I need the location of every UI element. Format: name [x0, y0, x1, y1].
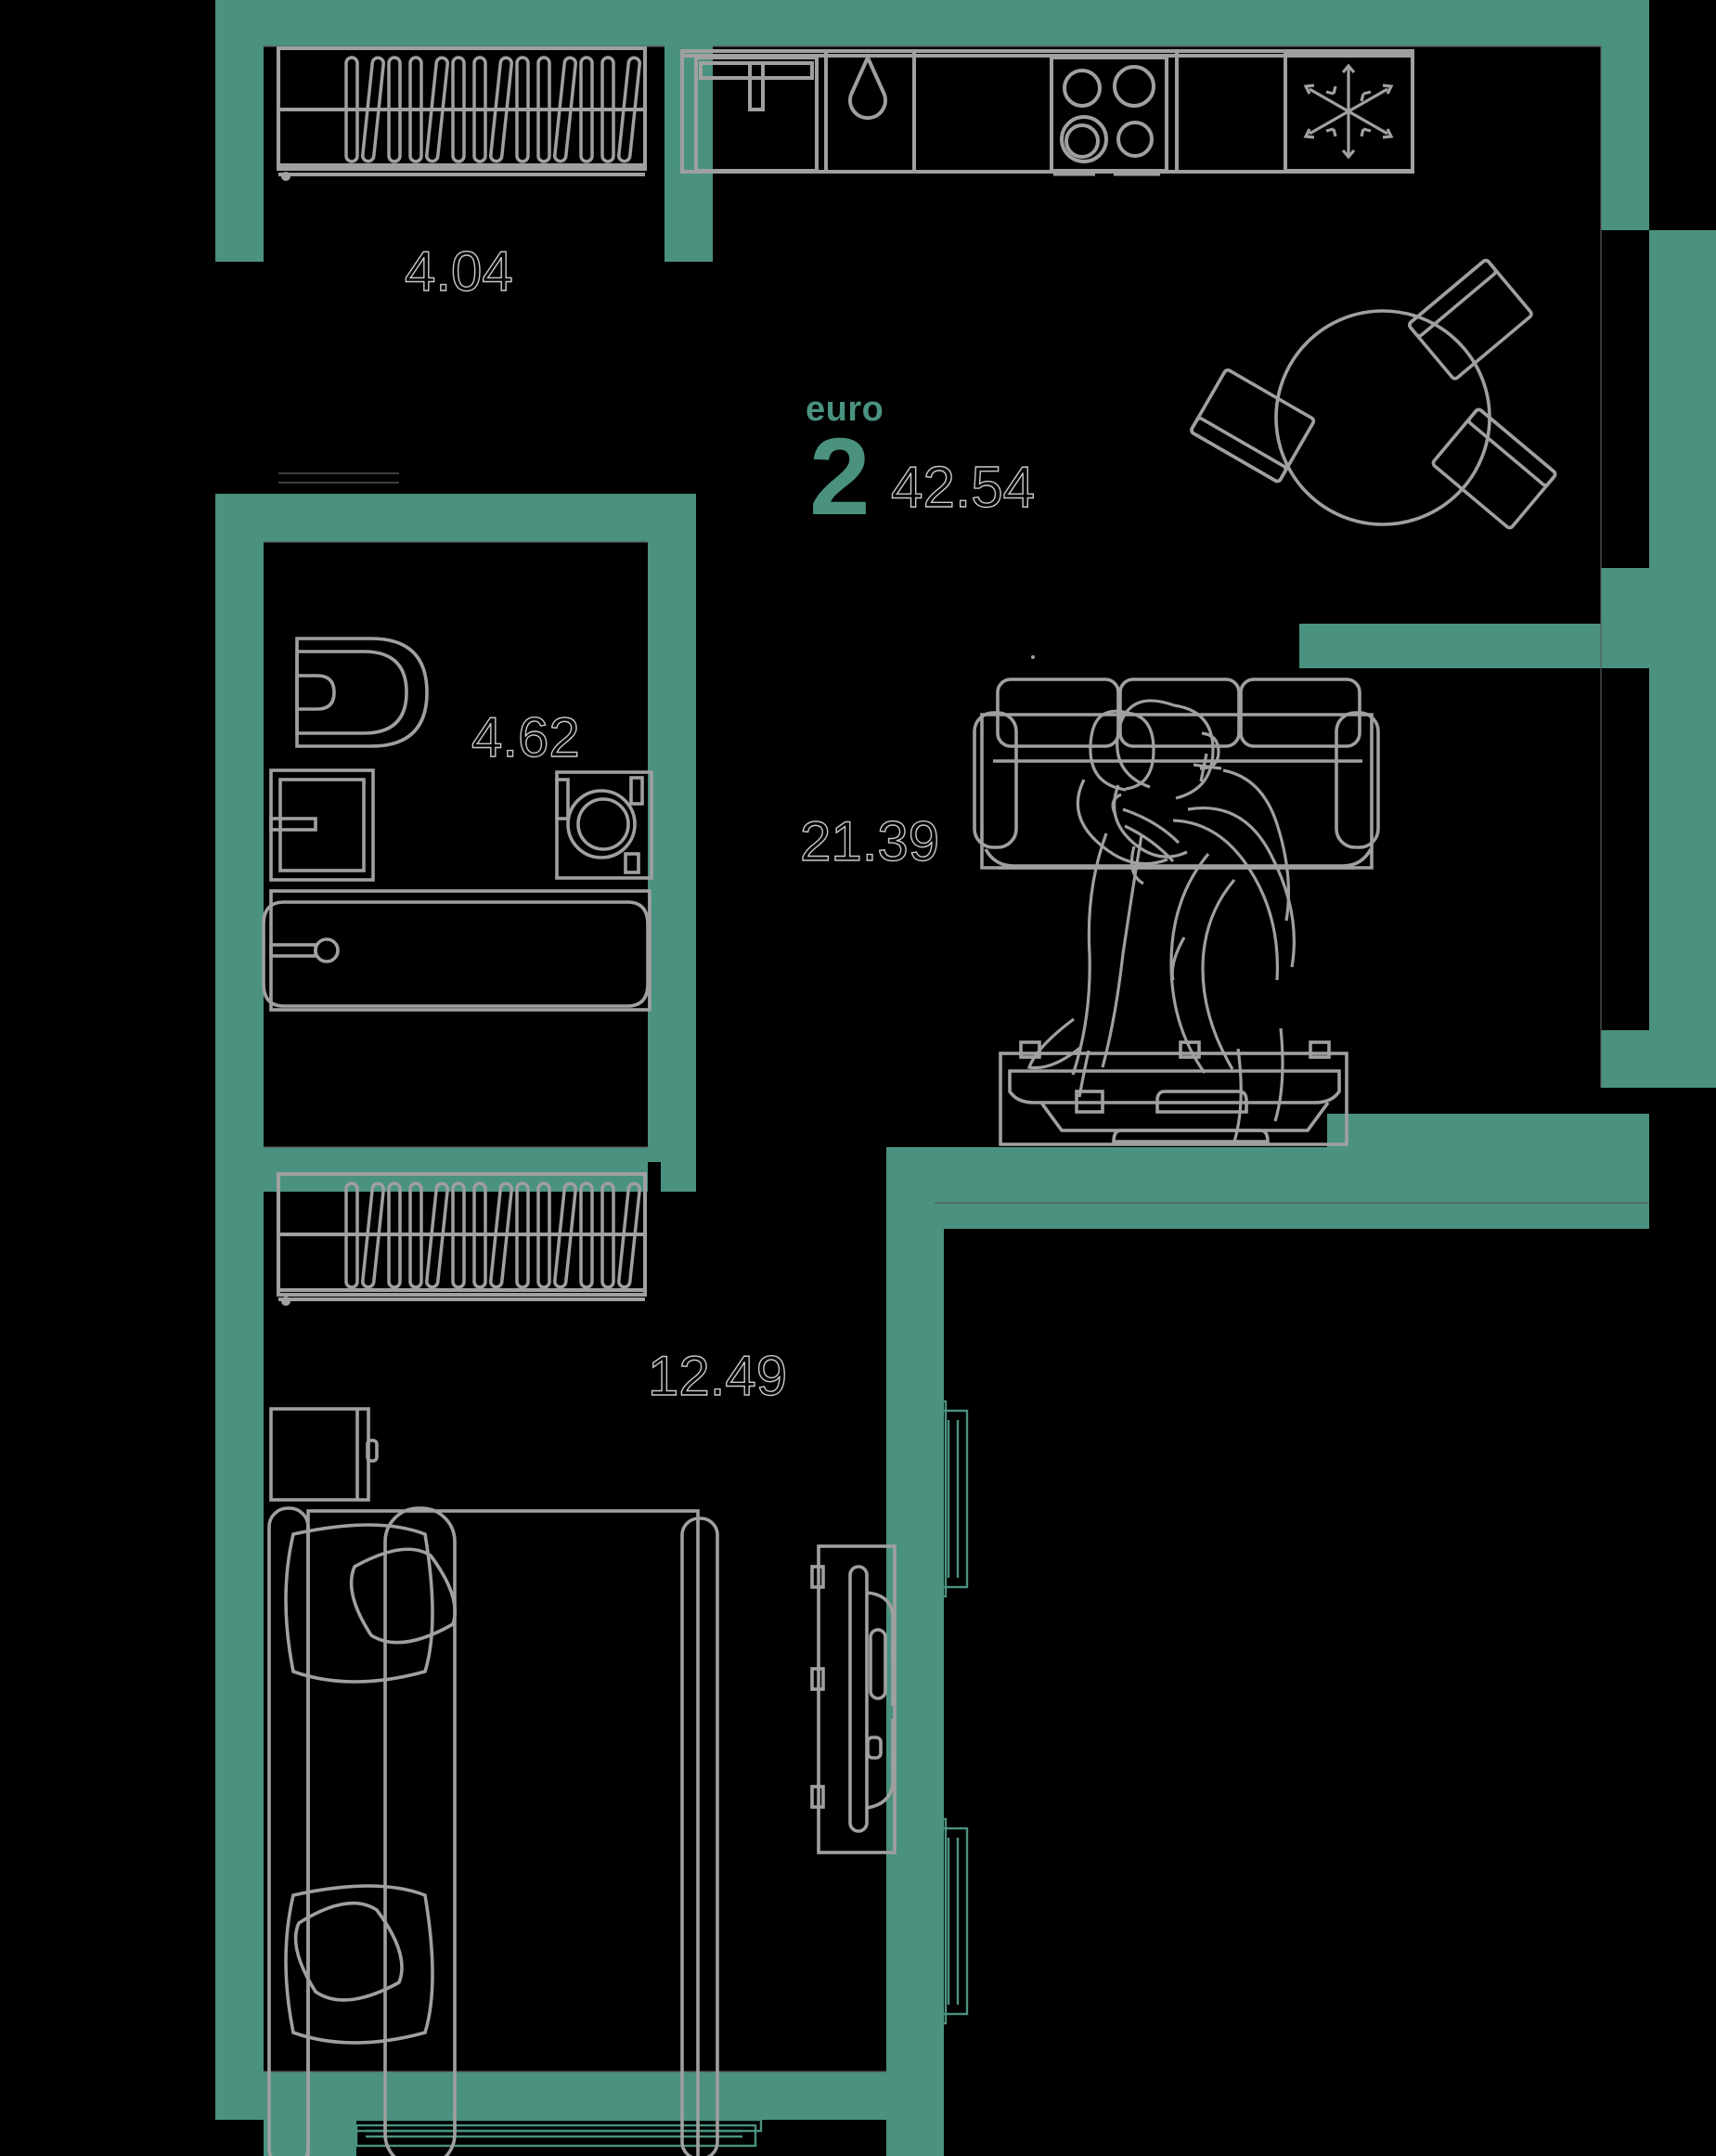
- badge-kind-label: euro: [806, 390, 884, 429]
- window-bedroom-upper: [931, 1400, 969, 1598]
- desk-chair: [848, 1565, 895, 1833]
- bedroom-furniture: [267, 1407, 897, 2156]
- double-bed: [267, 1506, 719, 2156]
- washing-machine: [555, 770, 653, 880]
- room-outlines: [264, 45, 1649, 2072]
- walls: [215, 0, 1716, 2156]
- dining-chair: [1407, 258, 1533, 381]
- room-area-bathroom: 4.62: [471, 705, 580, 768]
- washbasin: [269, 768, 375, 882]
- pillow: [349, 1547, 458, 1645]
- window-right-upper: [1656, 247, 1694, 413]
- pillow: [284, 1523, 434, 1684]
- window-bedroom-south: [343, 2118, 763, 2148]
- kitchen-sink: [694, 56, 819, 173]
- window-bedroom-lower: [931, 1817, 969, 2025]
- room-area-livingroom: 21.39: [799, 809, 940, 872]
- bathtub: [262, 889, 652, 1012]
- window-right-upper-leaf: [1662, 407, 1694, 577]
- dining-chair: [1431, 407, 1557, 530]
- toilet: [295, 637, 429, 748]
- window-right-lower-leaf: [1662, 811, 1694, 1038]
- kitchen-units: [680, 49, 1414, 176]
- dishwasher: [848, 53, 887, 121]
- windows: [343, 247, 1694, 2148]
- pillow: [284, 1884, 434, 2045]
- person-seated: [1026, 699, 1296, 1143]
- nightstand: [269, 1407, 379, 1502]
- refrigerator: [1284, 52, 1414, 173]
- dining-chair: [1190, 368, 1316, 484]
- wardrobe-bedroom: [277, 1172, 647, 1306]
- dining-set: [1190, 258, 1557, 530]
- pillow: [293, 1901, 404, 2002]
- window-right-lower: [1656, 639, 1694, 809]
- badge-total-area: 42.54: [890, 455, 1036, 520]
- bathroom-fixtures: [262, 637, 653, 1012]
- snowflake-icon: [1303, 63, 1394, 160]
- cooktop-4-burner: [1050, 56, 1168, 173]
- doors: [278, 472, 399, 484]
- badge-rooms-count: 2: [809, 416, 871, 538]
- wardrobe-hall: [277, 46, 647, 181]
- desk: [810, 1544, 897, 1854]
- sofa: [973, 655, 1380, 870]
- room-area-bedroom: 12.49: [647, 1344, 788, 1407]
- tv-media-console: [999, 1040, 1348, 1146]
- room-area-hall: 4.04: [404, 239, 513, 303]
